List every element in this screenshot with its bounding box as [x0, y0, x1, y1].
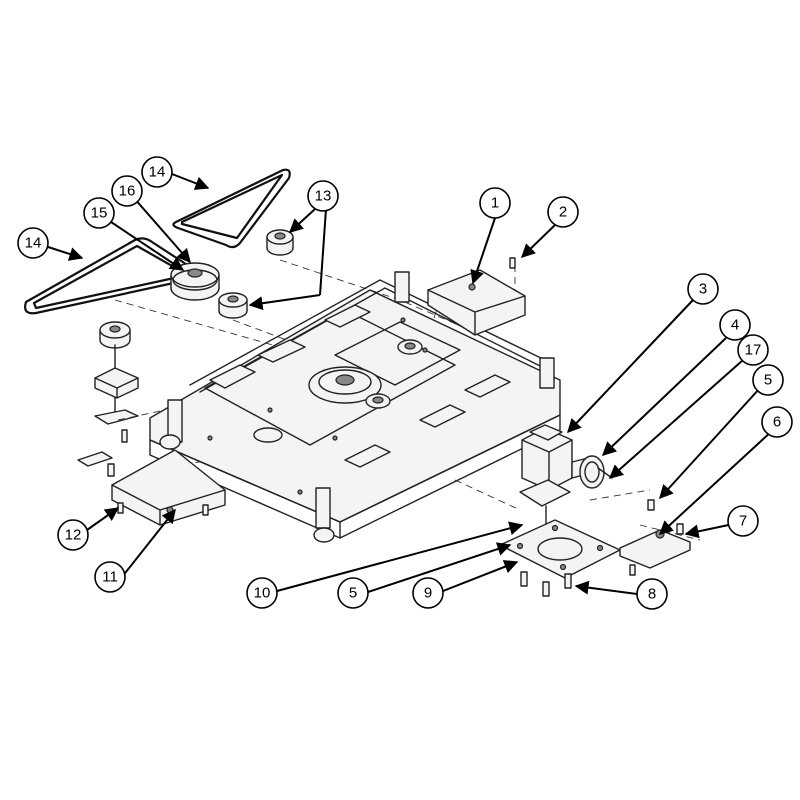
svg-text:10: 10	[254, 585, 271, 602]
callout-2: 2	[547, 196, 579, 228]
svg-text:3: 3	[699, 281, 707, 298]
gearbox-mount-plate	[499, 519, 621, 597]
callout-7: 7	[727, 505, 759, 537]
callout-14-top: 14	[141, 156, 173, 188]
callout-17: 17	[737, 334, 769, 366]
idler-pulley-lower	[218, 292, 248, 319]
svg-text:6: 6	[773, 414, 781, 431]
callout-15: 15	[83, 197, 115, 229]
belt-upper	[172, 168, 291, 249]
svg-text:13: 13	[315, 188, 332, 205]
leader-lines	[44, 173, 774, 595]
callout-14-left: 14	[17, 227, 49, 259]
svg-text:15: 15	[91, 205, 108, 222]
idler-pulley-upper	[266, 229, 294, 256]
svg-text:2: 2	[559, 204, 567, 221]
svg-text:8: 8	[648, 586, 656, 603]
callout-3: 3	[687, 273, 719, 305]
callout-12: 12	[57, 519, 89, 551]
svg-text:16: 16	[119, 183, 136, 200]
svg-text:14: 14	[25, 235, 42, 252]
callout-13: 13	[307, 180, 339, 212]
callout-10: 10	[246, 577, 278, 609]
svg-text:5: 5	[349, 585, 357, 602]
callout-16: 16	[111, 175, 143, 207]
svg-text:14: 14	[149, 164, 166, 181]
mower-deck	[149, 271, 561, 543]
callout-5-lower: 5	[337, 577, 369, 609]
callout-11: 11	[94, 561, 126, 593]
callout-1: 1	[479, 187, 511, 219]
callout-4: 4	[719, 309, 751, 341]
svg-text:5: 5	[764, 372, 772, 389]
spindle-assembly	[77, 321, 139, 477]
gearbox-assembly	[519, 424, 613, 541]
belt-shield-right	[427, 257, 526, 336]
svg-text:1: 1	[491, 195, 499, 212]
svg-text:9: 9	[424, 585, 432, 602]
callout-8: 8	[636, 578, 668, 610]
side-bracket-plate	[619, 499, 691, 576]
callout-6: 6	[761, 406, 793, 438]
svg-text:12: 12	[65, 527, 82, 544]
svg-text:11: 11	[102, 569, 118, 586]
svg-text:4: 4	[731, 317, 739, 334]
pulley-large	[170, 262, 220, 301]
callout-5-upper: 5	[752, 364, 784, 396]
svg-text:7: 7	[739, 513, 747, 530]
callout-9: 9	[412, 577, 444, 609]
svg-text:17: 17	[745, 342, 762, 359]
